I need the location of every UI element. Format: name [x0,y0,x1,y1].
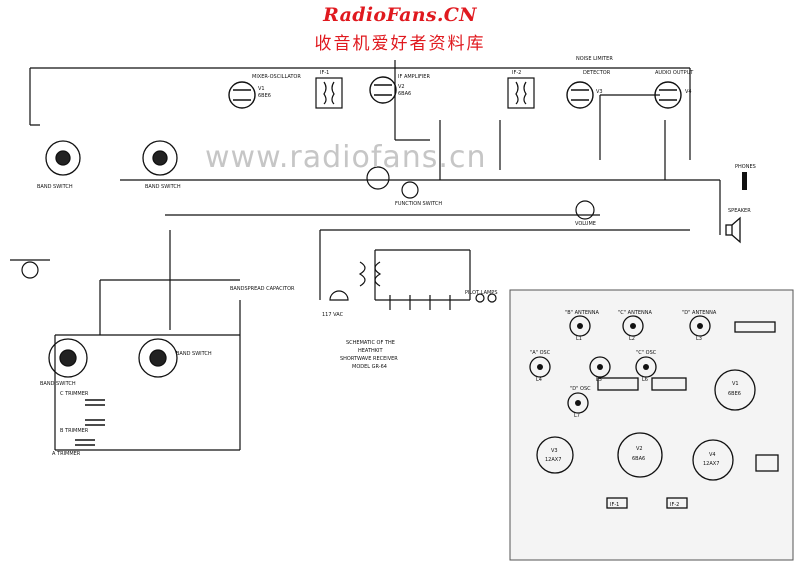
tube-v1-part: 6BE6 [258,93,271,99]
volume-control [575,200,595,220]
chassis-layout [509,289,794,561]
layout-coil-l1: L1 [576,336,582,342]
layout-tube-v2-ref: V2 [636,446,643,452]
layout-antenna-c-label: "C" ANTENNA [618,310,653,316]
layout-antenna-d-label: "D" ANTENNA [682,310,717,316]
layout-coil-l2: L2 [629,336,635,342]
layout-antenna-b-label: "B" ANTENNA [565,310,599,316]
site-url-header: RadioFans.CN [323,4,477,26]
layout-coil-l3: L3 [696,336,702,342]
layout-tube-v4-part: 12AX7 [703,461,719,467]
tube-v1-ref: V1 [258,86,265,92]
speaker-symbol [725,216,741,244]
layout-tube-v1-ref: V1 [732,381,739,387]
tube-v4-ref: V4 [685,89,692,95]
tube-v4-function: AUDIO OUTPUT [655,70,694,76]
tube-v1 [228,81,256,109]
site-subtitle-header: 收音机爱好者资料库 [314,34,486,54]
watermark-text: www.radiofans.cn [205,140,487,175]
if-2-label: IF-2 [512,70,521,76]
control-volume-label: VOLUME [575,221,596,227]
power-input-label: 117 VAC [322,312,344,318]
layout-tube-v2-part: 6BA6 [632,456,645,462]
layout-coil-l7: L7 [574,413,580,419]
layout-tube-v1-part: 6BE6 [728,391,741,397]
schematic-title-line-2: HEATHKIT [358,348,384,354]
trimmer-capacitors [75,399,105,446]
function-switch [366,166,419,199]
schematic-title-line-1: SCHEMATIC OF THE [346,340,395,346]
layout-tube-v3-ref: V3 [551,448,558,454]
tube-v4 [654,81,682,109]
layout-tube-v4-ref: V4 [709,452,716,458]
tube-v2-ref: V2 [398,84,405,90]
power-section [329,261,497,310]
tube-v1-function: MIXER-OSCILLATOR [252,74,301,80]
trimmer-a-label: A TRIMMER [52,451,81,457]
tuning-dial [10,259,50,279]
pilot-lamps-label: PILOT LAMPS [465,290,498,296]
layout-if-1-label: IF-1 [610,502,619,508]
if-transformer-1 [315,77,343,109]
layout-osc-d-label: "D" OSC [570,386,591,392]
schematic-title-line-3: SHORTWAVE RECEIVER [340,356,398,362]
band-switch-lower-left [48,338,88,378]
band-switch-label-4: BAND SWITCH [176,351,212,357]
band-switch-label-3: BAND SWITCH [40,381,76,387]
tube-v2-part: 6BA6 [398,91,411,97]
phones-jack [742,172,747,190]
if-1-label: IF-1 [320,70,329,76]
tube-v3 [566,81,594,109]
band-switch-upper-right [142,140,178,176]
trimmer-b-label: B TRIMMER [60,428,89,434]
if-transformer-2 [507,77,535,109]
band-switch-lower-right [138,338,178,378]
control-noise-limiter-label: NOISE LIMITER [576,56,613,62]
control-function-switch-label: FUNCTION SWITCH [395,201,442,207]
band-switch-label-1: BAND SWITCH [37,184,73,190]
tube-v2-function: IF AMPLIFIER [398,74,430,80]
band-switch-label-2: BAND SWITCH [145,184,181,190]
control-speaker-label: SPEAKER [728,208,751,214]
layout-coil-l5: L5 [596,377,602,383]
band-switch-upper-left [45,140,81,176]
layout-osc-a-label: "A" OSC [530,350,551,356]
layout-coil-l4: L4 [536,377,542,383]
tube-v3-function: DETECTOR [583,70,611,76]
control-phones-label: PHONES [735,164,756,170]
layout-coil-l6: L6 [642,377,648,383]
schematic-title-line-4: MODEL GR-64 [352,364,387,370]
control-bandspread-label: BANDSPREAD CAPACITOR [230,286,295,292]
layout-if-2-label: IF-2 [670,502,679,508]
layout-osc-c-label: "C" OSC [636,350,657,356]
tube-v3-ref: V3 [596,89,603,95]
trimmer-c-label: C TRIMMER [60,391,89,397]
tube-v2 [369,76,397,104]
layout-tube-v3-part: 12AX7 [545,457,561,463]
